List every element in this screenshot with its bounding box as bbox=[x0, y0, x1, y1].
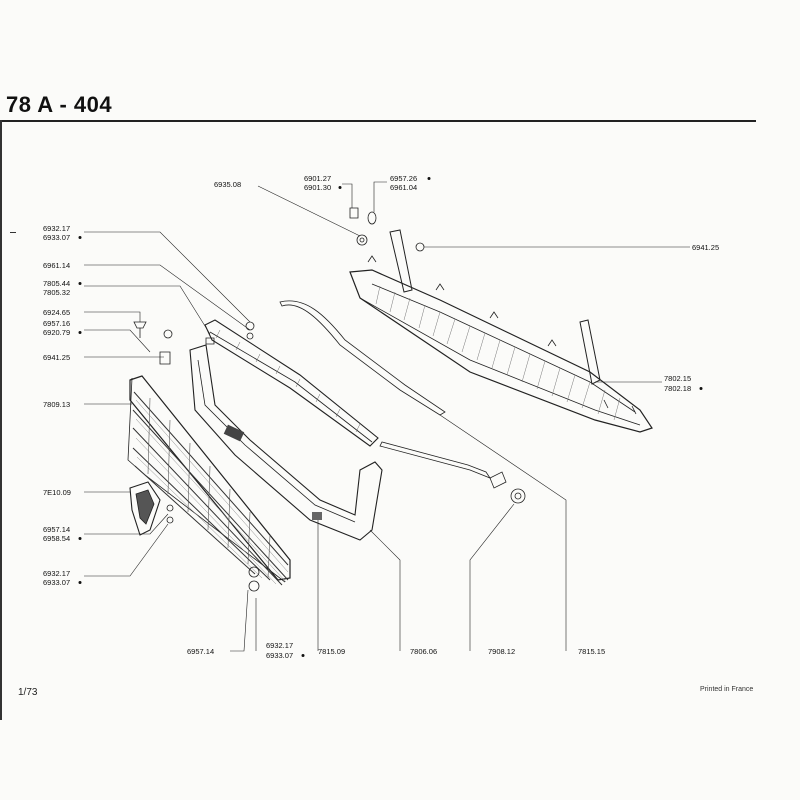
dot-6958-54 bbox=[78, 537, 82, 540]
dot-7802-18 bbox=[699, 387, 703, 390]
label-7908-12: 7908.12 bbox=[488, 647, 515, 656]
lower-trim-frame bbox=[189, 344, 383, 541]
grille-support-panel bbox=[349, 229, 653, 433]
label-6935-08: 6935.08 bbox=[214, 180, 241, 189]
label-7815-09: 7815.09 bbox=[318, 647, 345, 656]
lion-emblem bbox=[129, 481, 161, 536]
page-title: 78 A - 404 bbox=[6, 92, 113, 117]
label-6901-27: 6901.27 bbox=[304, 174, 331, 183]
dot-6933-07-b bbox=[78, 581, 82, 584]
printed-in-note: Printed in France bbox=[700, 686, 754, 693]
label-7806-06: 7806.06 bbox=[410, 647, 437, 656]
label-6933-07-c: 6933.07 bbox=[266, 651, 293, 660]
label-6901-30: 6901.30 bbox=[304, 183, 331, 192]
label-6961-14: 6961.14 bbox=[43, 261, 70, 270]
title-rule bbox=[0, 120, 756, 122]
upper-trim-frame bbox=[204, 319, 379, 447]
page-number: 1/73 bbox=[18, 687, 38, 698]
dot-7805-44 bbox=[78, 282, 82, 285]
label-6957-26: 6957.26 bbox=[390, 174, 417, 183]
label-6941-25-right: 6941.25 bbox=[692, 243, 719, 252]
label-7805-44: 7805.44 bbox=[43, 279, 70, 288]
edge-tick bbox=[10, 232, 16, 233]
label-7809-13: 7809.13 bbox=[43, 400, 70, 409]
label-6957-14-b: 6957.14 bbox=[187, 647, 214, 656]
label-6932-17-a: 6932.17 bbox=[43, 224, 70, 233]
front-grille bbox=[127, 375, 291, 586]
label-6933-07-a: 6933.07 bbox=[43, 233, 70, 242]
label-6961-04: 6961.04 bbox=[390, 183, 417, 192]
dot-6901-30 bbox=[338, 186, 342, 189]
dot-6920-79 bbox=[78, 331, 82, 334]
label-7802-18: 7802.18 bbox=[664, 384, 691, 393]
label-6933-07-b: 6933.07 bbox=[43, 578, 70, 587]
trim-strip-long bbox=[279, 300, 492, 479]
label-7810-09: 7E10.09 bbox=[43, 488, 71, 497]
label-6932-17-c: 6932.17 bbox=[266, 641, 293, 650]
dot-6933-07-a bbox=[78, 236, 82, 239]
label-7815-15: 7815.15 bbox=[578, 647, 605, 656]
leader-lines bbox=[84, 181, 690, 652]
dot-6957-26 bbox=[427, 177, 431, 180]
part-labels: 6935.08 6901.27 6901.30 6957.26 6961.04 … bbox=[43, 174, 719, 660]
label-6932-17-b: 6932.17 bbox=[43, 569, 70, 578]
label-6924-65: 6924.65 bbox=[43, 308, 70, 317]
label-7802-15: 7802.15 bbox=[664, 374, 691, 383]
side-rule bbox=[0, 120, 2, 720]
dot-6933-07-c bbox=[301, 654, 305, 657]
label-6958-54: 6958.54 bbox=[43, 534, 70, 543]
label-7805-32: 7805.32 bbox=[43, 288, 70, 297]
label-6957-16: 6957.16 bbox=[43, 319, 70, 328]
label-6941-25-left: 6941.25 bbox=[43, 353, 70, 362]
label-6957-14-a: 6957.14 bbox=[43, 525, 70, 534]
label-6920-79: 6920.79 bbox=[43, 328, 70, 337]
